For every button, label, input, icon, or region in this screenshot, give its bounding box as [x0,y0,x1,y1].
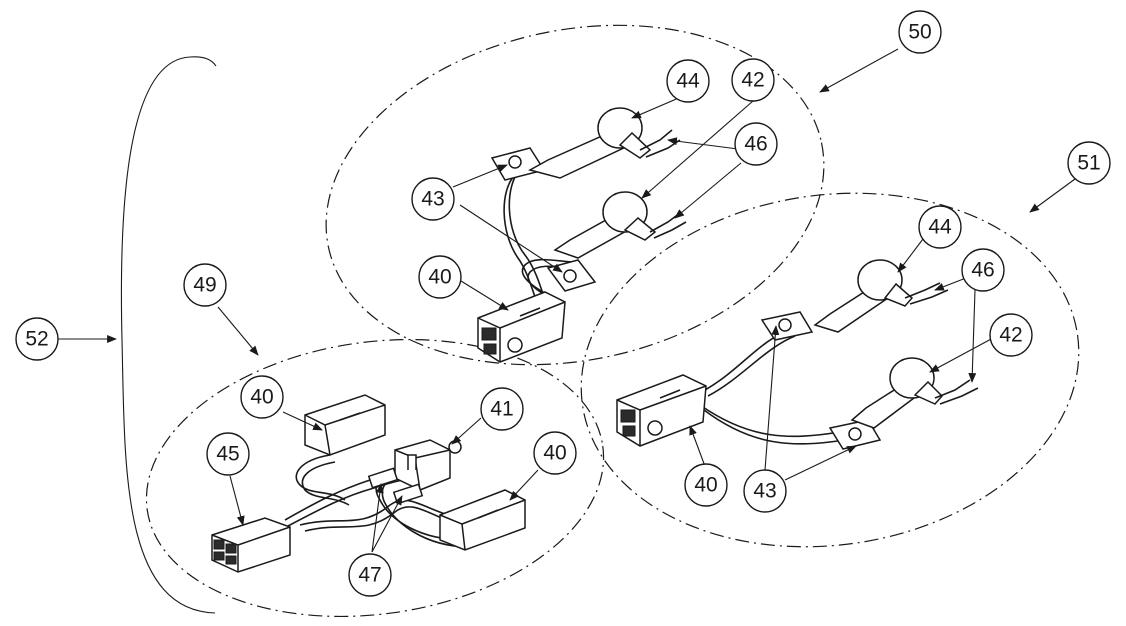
callout-40-lower: 40 [684,463,728,507]
callout-52-label: 52 [25,328,48,351]
callout-44-upper-label: 44 [676,70,700,93]
callout-44-lower: 44 [918,205,962,249]
group-50-boundary [325,24,825,366]
group-49-boundary [145,338,605,618]
callout-50: 50 [898,10,942,54]
callout-51: 51 [1067,141,1111,185]
harness-50 [477,107,687,363]
group-51-boundary [580,192,1080,548]
leader-lines [58,48,1076,553]
callout-41-label: 41 [490,398,513,421]
callout-49-label: 49 [193,274,216,297]
callout-42-upper-label: 42 [741,69,764,92]
splice-47-a [367,467,399,489]
callout-46-upper: 46 [734,122,778,166]
callout-49: 49 [183,263,227,307]
harness-51 [616,259,979,450]
callout-40-left-label: 40 [250,386,273,409]
callout-44-lower-label: 44 [928,216,952,239]
callout-45: 45 [206,432,250,476]
callout-42-lower-label: 42 [999,324,1022,347]
callout-46-upper-label: 46 [744,133,767,156]
callout-40-right-label: 40 [543,442,566,465]
callout-43-upper: 43 [411,177,455,221]
harness-49 [211,394,526,573]
callout-44-upper: 44 [666,59,710,103]
callout-43-lower: 43 [743,469,787,513]
callout-46-lower: 46 [961,248,1005,292]
callout-42-lower: 42 [989,313,1033,357]
callout-40-upper: 40 [418,255,462,299]
callout-43-lower-label: 43 [753,480,776,503]
callout-40-upper-label: 40 [428,266,451,289]
callout-42-upper: 42 [731,58,775,102]
callout-41: 41 [480,387,524,431]
breaker-41 [394,439,451,491]
callout-40-lower-label: 40 [694,474,717,497]
callout-45-label: 45 [216,443,239,466]
callout-43-upper-label: 43 [421,188,444,211]
callout-52: 52 [15,317,59,361]
callout-47-label: 47 [358,564,381,587]
callout-50-label: 50 [908,21,931,44]
splice-47-b [392,483,424,505]
group-52-brace [120,56,217,614]
callout-46-lower-label: 46 [971,259,994,282]
callout-40-left: 40 [240,375,284,419]
callout-51-label: 51 [1077,152,1100,175]
callout-47: 47 [348,553,392,597]
callout-40-right: 40 [533,431,577,475]
